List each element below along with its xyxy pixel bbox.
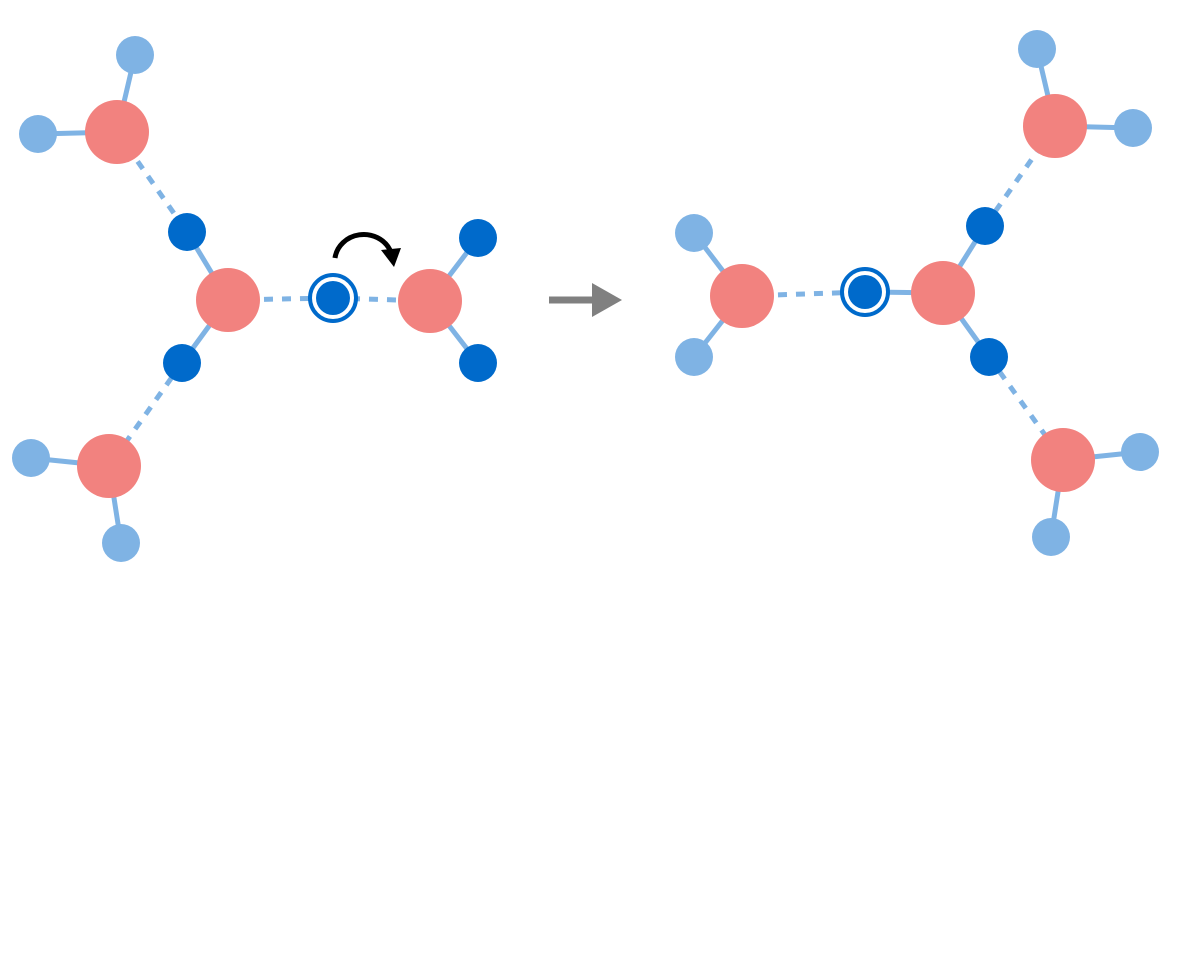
- hydrogen-atom: [675, 338, 713, 376]
- hydrogen-bond: [982, 124, 1058, 228]
- left-state: [12, 36, 497, 562]
- hydrogen-atom: [1121, 433, 1159, 471]
- hydrogen-atom: [1018, 30, 1056, 68]
- curved-arrow-icon: [332, 232, 401, 267]
- oxygen-atom: [196, 268, 260, 332]
- oxygen-atom: [1023, 94, 1087, 158]
- hydrogen-atom: [675, 214, 713, 252]
- hydrogen-atom: [970, 338, 1008, 376]
- hydrogen-atom: [102, 524, 140, 562]
- oxygen-atom: [398, 269, 462, 333]
- hydrogen-atom: [116, 36, 154, 74]
- hydrogen-bond: [106, 361, 185, 468]
- hydrogen-bond: [986, 355, 1066, 462]
- right-arrow-icon: [549, 283, 622, 317]
- transferred-proton: [848, 275, 882, 309]
- hydrogen-atom: [1032, 518, 1070, 556]
- oxygen-atom: [1031, 428, 1095, 492]
- hydrogen-atom: [459, 344, 497, 382]
- hydrogen-atom: [163, 344, 201, 382]
- oxygen-atom: [911, 261, 975, 325]
- hydrogen-atom: [459, 219, 497, 257]
- hydrogen-atom: [168, 213, 206, 251]
- hydrogen-atom: [1114, 109, 1152, 147]
- hydrogen-atom: [19, 115, 57, 153]
- oxygen-atom: [710, 264, 774, 328]
- oxygen-atom: [85, 100, 149, 164]
- hydrogen-atom: [966, 207, 1004, 245]
- oxygen-atom: [77, 434, 141, 498]
- transferring-proton: [316, 281, 350, 315]
- right-state: [675, 30, 1159, 556]
- hydrogen-atom: [12, 439, 50, 477]
